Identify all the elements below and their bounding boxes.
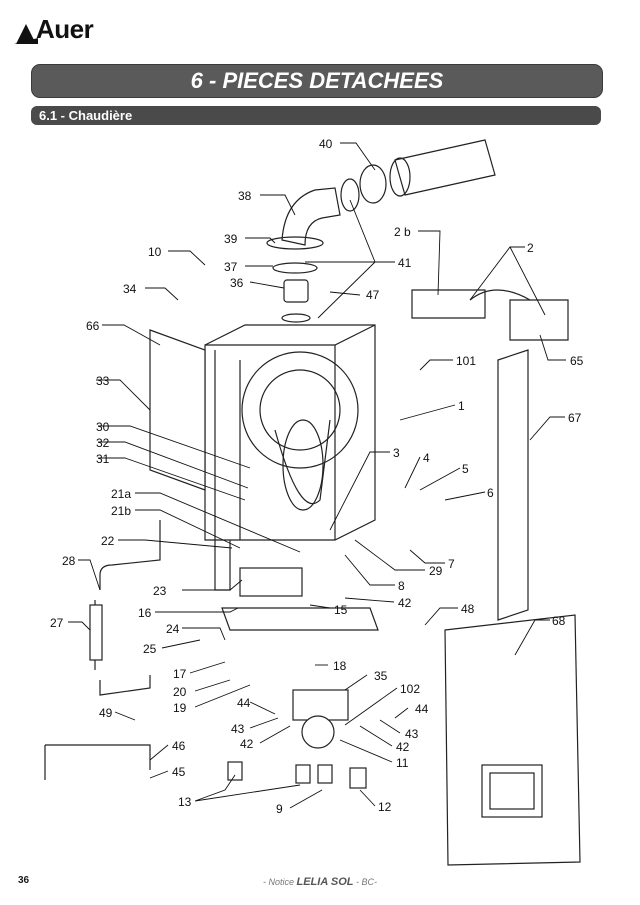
part-label: 45: [172, 765, 186, 779]
part-label: 42: [396, 740, 410, 754]
part-label: 32: [96, 436, 110, 450]
part-label: 33: [96, 374, 110, 388]
footer-product: LELIA SOL: [296, 876, 354, 888]
part-label: 4: [423, 451, 430, 465]
diagram-drawing: [44, 139, 581, 866]
part-label: 21a: [111, 487, 131, 501]
part-label: 9: [276, 802, 283, 816]
part-label: 18: [333, 659, 347, 673]
part-label: 68: [552, 614, 566, 628]
part-label: 34: [123, 282, 137, 296]
part-label: 15: [334, 603, 348, 617]
part-label: 35: [374, 669, 388, 683]
part-label: 17: [173, 667, 187, 681]
part-label: 6: [487, 486, 494, 500]
part-label: 47: [366, 288, 380, 302]
leader-lines: [68, 142, 566, 809]
part-label: 37: [224, 260, 238, 274]
part-label: 10: [148, 245, 162, 259]
section-banner: 6 - PIECES DETACHEES: [31, 64, 603, 98]
part-label: 44: [415, 702, 429, 716]
part-label: 2: [527, 241, 534, 255]
part-label: 38: [238, 189, 252, 203]
part-label: 43: [231, 722, 245, 736]
subsection-title: 6.1 - Chaudière: [39, 108, 133, 123]
part-label: 66: [86, 319, 100, 333]
part-label: 40: [319, 137, 333, 151]
part-label: 12: [378, 800, 392, 814]
part-label: 39: [224, 232, 238, 246]
part-label: 29: [429, 564, 443, 578]
part-label: 1: [458, 399, 465, 413]
brand-name: Auer: [36, 14, 94, 44]
part-label: 2 b: [394, 225, 411, 239]
auer-logo: [14, 18, 124, 48]
part-label: 5: [462, 462, 469, 476]
exploded-parts-diagram: 40 38 39 37 36 34 10 41 47 66 33 30 32 3…: [44, 137, 584, 866]
logo-mark-icon: [14, 24, 38, 44]
part-label: 19: [173, 701, 187, 715]
part-label: 31: [96, 452, 110, 466]
part-label: 42: [398, 596, 412, 610]
part-label: 11: [396, 756, 409, 770]
part-label: 13: [178, 795, 192, 809]
part-label: 46: [172, 739, 186, 753]
document-footer: - Notice LELIA SOL - BC-: [0, 876, 640, 888]
part-label: 25: [143, 642, 157, 656]
footer-prefix: - Notice: [262, 877, 297, 887]
part-label: 43: [405, 727, 419, 741]
part-label: 16: [138, 606, 152, 620]
part-label: 7: [448, 557, 455, 571]
part-label: 20: [173, 685, 187, 699]
page-number: 36: [18, 875, 30, 886]
subsection-bar: 6.1 - Chaudière: [31, 106, 601, 125]
section-title: 6 - PIECES DETACHEES: [190, 68, 444, 93]
part-label: 101: [456, 354, 476, 368]
part-label: 65: [570, 354, 584, 368]
part-number-labels: 40 38 39 37 36 34 10 41 47 66 33 30 32 3…: [50, 137, 584, 816]
part-label: 102: [400, 682, 420, 696]
part-label: 21b: [111, 504, 131, 518]
part-label: 8: [398, 579, 405, 593]
part-label: 3: [393, 446, 400, 460]
part-label: 48: [461, 602, 475, 616]
part-label: 41: [398, 256, 412, 270]
part-label: 36: [230, 276, 244, 290]
part-label: 28: [62, 554, 76, 568]
part-label: 42: [240, 737, 254, 751]
part-label: 44: [237, 696, 251, 710]
part-label: 22: [101, 534, 115, 548]
part-label: 67: [568, 411, 582, 425]
part-label: 24: [166, 622, 180, 636]
part-label: 23: [153, 584, 167, 598]
part-label: 49: [99, 706, 113, 720]
part-label: 27: [50, 616, 64, 630]
part-label: 30: [96, 420, 110, 434]
footer-suffix: - BC-: [353, 877, 378, 887]
